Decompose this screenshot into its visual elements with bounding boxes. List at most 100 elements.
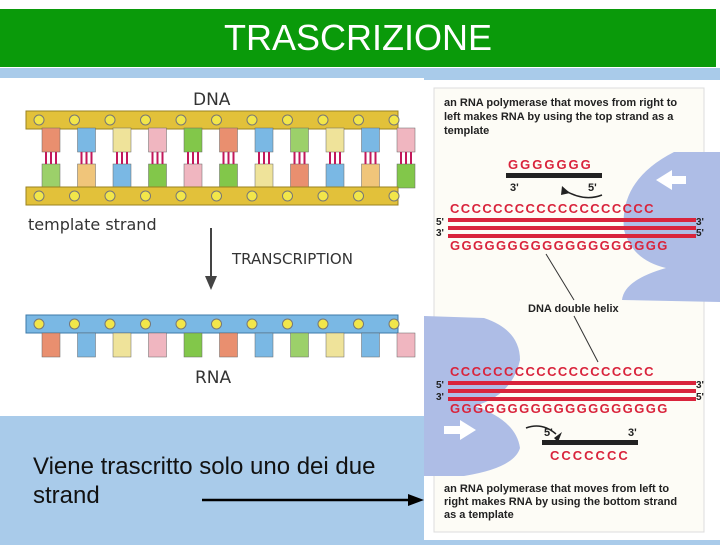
rna-phosphate [388, 318, 400, 330]
hydrogen-bond [161, 152, 164, 164]
hydrogen-bond [364, 152, 367, 164]
bottom-strand-line-1 [448, 381, 696, 385]
bottom-caption-line3: as a template [444, 509, 514, 521]
dna-bottom-phosphate [246, 190, 258, 202]
bottom-direction-arrow [444, 420, 476, 440]
dna-top-phosphate [33, 114, 45, 126]
dna-bottom-phosphate [140, 190, 151, 202]
hydrogen-bond [400, 152, 402, 164]
top-rna-strand [506, 173, 602, 178]
dna-top-base [361, 127, 380, 153]
hydrogen-bond [410, 152, 412, 164]
dna-bottom-base [148, 163, 167, 189]
rna-base [77, 332, 96, 358]
hydrogen-bond [45, 152, 47, 164]
top-caption-line2: left makes RNA by using the top strand a… [444, 111, 674, 123]
dna-top-base [219, 127, 238, 153]
top-rna-5prime: 5' [588, 182, 597, 194]
bottom-rna-sequence: CCCCCCC [550, 448, 630, 463]
hydrogen-bond [268, 152, 270, 164]
label-5p-a: 5' [436, 217, 444, 228]
dna-bottom-phosphates [33, 190, 400, 202]
rna-phosphate [33, 318, 45, 330]
bottom-rna-3prime: 3' [628, 427, 637, 439]
bottom-rna-strand [542, 440, 638, 445]
dna-bottom-phosphate [282, 190, 293, 202]
dna-bottom-base [219, 163, 238, 189]
bottom-polymerase [424, 316, 520, 476]
rna-base [361, 332, 380, 358]
top-direction-arrow [656, 170, 686, 190]
hydrogen-bond [258, 152, 260, 164]
hydrogen-bond [156, 152, 159, 164]
hydrogen-bond [116, 152, 118, 164]
dna-bottom-phosphate [211, 190, 222, 202]
dna-top-base [112, 127, 132, 153]
dna-bottom-base [290, 163, 309, 189]
bottom-strand-line-2 [448, 389, 696, 393]
hydrogen-bond [232, 152, 235, 164]
rna-base [254, 332, 274, 358]
dna-top-phosphate [175, 114, 187, 126]
dna-bottom-phosphate [33, 190, 45, 202]
dna-top-phosphate [282, 114, 293, 126]
dna-hydrogen-bonds [45, 152, 412, 164]
dna-bottom-phosphate [104, 190, 116, 202]
rna-phosphate [175, 318, 187, 330]
rna-phosphate [69, 318, 80, 330]
top-rna-3prime: 3' [510, 182, 519, 194]
dna-bottom-phosphate [317, 190, 329, 202]
label-3p-d: 3' [696, 380, 704, 391]
dna-top-base [290, 127, 309, 153]
hydrogen-bond [85, 152, 88, 164]
hydrogen-bond [187, 152, 189, 164]
hydrogen-bond [263, 152, 265, 164]
dna-label: DNA [193, 90, 231, 110]
slide-title: TRASCRIZIONE [0, 9, 716, 67]
top-strand-line-2 [448, 226, 696, 230]
dna-top-base [148, 127, 167, 153]
top-strand-line-3 [448, 234, 696, 238]
dna-top-base [396, 127, 416, 153]
rna-base [148, 332, 167, 358]
rna-base [219, 332, 238, 358]
hydrogen-bond [329, 152, 331, 164]
hydrogen-bond [50, 152, 52, 164]
bottom-rna-5prime: 5' [544, 427, 553, 439]
label-3p-c: 3' [436, 392, 444, 403]
label-5p-b: 5' [696, 228, 704, 239]
rna-base [41, 332, 61, 358]
top-rna-sequence: GGGGGGG [508, 157, 593, 172]
hydrogen-bond [90, 152, 93, 164]
rna-phosphates [33, 318, 400, 330]
dna-bottom-base [41, 163, 61, 189]
rna-bases [41, 332, 416, 358]
hydrogen-bond [151, 152, 154, 164]
dna-bottom-base [77, 163, 96, 189]
hydrogen-bond [55, 152, 57, 164]
label-5p-d: 5' [696, 392, 704, 403]
bottom-rna-arrow [525, 425, 557, 435]
hydrogen-bond [293, 152, 296, 164]
hydrogen-bond [303, 152, 306, 164]
dna-top-phosphate [353, 114, 364, 126]
top-g-strand: GGGGGGGGGGGGGGGGGGG [450, 238, 669, 253]
rna-base [325, 332, 345, 358]
hydrogen-bond [374, 152, 377, 164]
dna-top-phosphate [69, 114, 80, 126]
bottom-caption-line2: right makes RNA by using the bottom stra… [444, 496, 677, 508]
dna-bottom-base [396, 163, 416, 189]
rna-polymerase-diagram: an RNA polymerase that moves from right … [424, 80, 720, 540]
template-strand-label: template strand [28, 215, 157, 234]
dna-bottom-phosphate [69, 190, 80, 202]
dna-top-phosphate [140, 114, 151, 126]
top-strand-line-1 [448, 218, 696, 222]
dna-top-phosphate [246, 114, 258, 126]
dna-top-phosphate [317, 114, 329, 126]
dna-top-phosphate [211, 114, 222, 126]
dna-transcription-diagram: DNA template strand TRANSCRIPTION RNA [0, 78, 424, 416]
dna-bottom-bases [41, 163, 416, 189]
dna-bottom-phosphate [175, 190, 187, 202]
hydrogen-bond [121, 152, 123, 164]
dna-top-phosphate [388, 114, 400, 126]
